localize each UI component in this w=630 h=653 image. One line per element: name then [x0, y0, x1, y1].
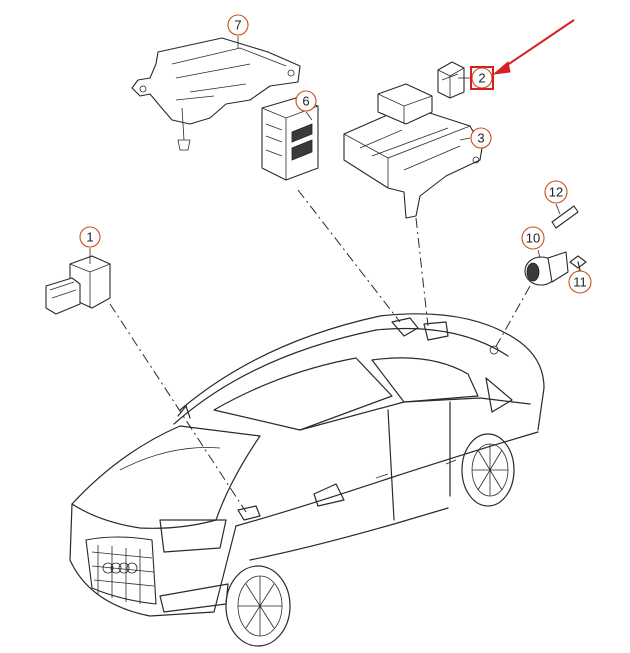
callout-12: 12	[544, 180, 568, 204]
part-1-sensor	[45, 255, 111, 315]
leader-lines	[109, 189, 531, 513]
callout-2-label: 2	[478, 71, 485, 86]
callout-10-label: 10	[526, 231, 540, 246]
part-11-bolt	[569, 255, 587, 279]
callout-12-label: 12	[549, 185, 563, 200]
callout-7-label: 7	[234, 18, 241, 33]
part-12-pin	[551, 205, 579, 229]
red-pointer-arrow	[492, 19, 575, 75]
callout-10: 10	[521, 226, 545, 250]
callout-2: 2	[470, 66, 494, 90]
car-audi-sportback	[69, 313, 545, 647]
callout-3: 3	[470, 127, 492, 149]
callout-1-label: 1	[86, 230, 93, 245]
callout-11-label: 11	[573, 275, 587, 290]
callout-7: 7	[227, 14, 249, 36]
part-2-clip	[437, 61, 465, 99]
part-3-mounting-plate	[343, 83, 483, 219]
part-7-bracket	[131, 37, 301, 151]
callout-3-label: 3	[477, 131, 484, 146]
part-10-speaker-sensor	[524, 251, 569, 286]
callout-1: 1	[79, 226, 101, 248]
callout-2-highlight-box	[470, 66, 494, 90]
callout-11: 11	[568, 270, 592, 294]
callout-6: 6	[295, 90, 317, 112]
callout-6-label: 6	[302, 94, 309, 109]
